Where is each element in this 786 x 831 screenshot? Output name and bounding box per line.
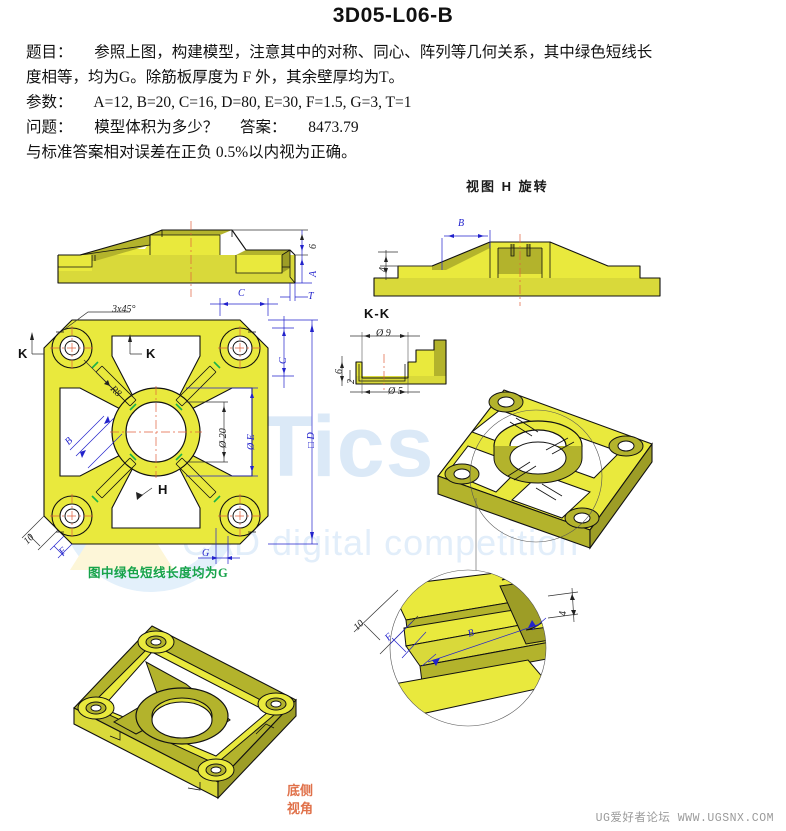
dim-kk-dia9: Ø 9 [376, 328, 391, 339]
kk-section-title: K-K [364, 306, 391, 321]
answer-label: 答案： [240, 119, 287, 136]
question-label: 问题： [26, 119, 73, 136]
dim-rot-B: B [458, 218, 465, 229]
bottom-view-label-line2: 视角 [286, 801, 313, 816]
params-value: A=12, B=20, C=16, D=80, E=30, F=1.5, G=3… [93, 94, 412, 111]
page-title: 3D05-L06-B [332, 4, 454, 27]
tolerance-line: 与标准答案相对误差在正负 0.5%以内视为正确。 [26, 140, 770, 165]
dim-diaE: Ø E [246, 434, 257, 450]
dim-C-right: C [278, 357, 289, 364]
tolerance-note: 与标准答案相对误差在正负 0.5%以内视为正确。 [26, 144, 357, 161]
dim-kk-6: 6 [334, 369, 345, 374]
statement-label: 题目： [26, 44, 73, 61]
dim-front-T: T [308, 291, 314, 302]
problem-text: 题目： 参照上图，构建模型，注意其中的对称、同心、阵列等几何关系，其中绿色短线长… [26, 40, 770, 165]
kk-section-view: Ø 9 Ø 5 6 2 [334, 326, 464, 397]
dim-kk-2: 2 [346, 379, 357, 384]
dim-C-top: C [238, 288, 245, 299]
question-value: 模型体积为多少？ [94, 119, 219, 136]
footer-credit: UG爱好者论坛 WWW.UGSNX.COM [595, 812, 774, 825]
bottom-view-label-line1: 底侧 [286, 783, 313, 798]
rotated-view-title: 视图 H 旋转 [466, 179, 549, 194]
dim-G: G [202, 548, 210, 559]
top-plan-view: 3x45° R8 K K H C C Ø 20 Ø E □ D B F G 10 [18, 288, 326, 572]
statement-line-1: 题目： 参照上图，构建模型，注意其中的对称、同心、阵列等几何关系，其中绿色短线长 [26, 40, 770, 65]
params-line: 参数： A=12, B=20, C=16, D=80, E=30, F=1.5,… [26, 90, 770, 115]
statement-line-2: 度相等，均为G。除筋板厚度为 F 外，其余壁厚均为T。 [26, 65, 770, 90]
dim-kk-dia5: Ø 5 [388, 386, 403, 397]
green-line-note: 图中绿色短线长度均为G [88, 566, 229, 580]
iso-bottom-view [40, 612, 330, 822]
rotated-view-h: B 4 [372, 208, 672, 308]
dim-squareD: □ D [306, 432, 317, 448]
dim-dia20: Ø 20 [218, 428, 229, 448]
section-marker-k-center: K [146, 346, 157, 361]
front-section-view: 6 A T [50, 205, 319, 315]
question-line: 问题： 模型体积为多少？ 答案： 8473.79 [26, 115, 770, 140]
answer-value: 8473.79 [308, 119, 359, 136]
statement-body-2: 度相等，均为G。除筋板厚度为 F 外，其余壁厚均为T。 [26, 69, 405, 86]
statement-body-1: 参照上图，构建模型，注意其中的对称、同心、阵列等几何关系，其中绿色短线长 [94, 44, 653, 61]
bottom-view-label: 底侧 视角 [278, 782, 322, 818]
dim-detail-4: 4 [558, 611, 569, 616]
detail-circle-view: 10 F B 4 [350, 566, 590, 736]
dim-chamfer: 3x45° [112, 304, 136, 315]
dim-front-6: 6 [308, 244, 319, 249]
params-label: 参数： [26, 94, 73, 111]
iso-top-view [404, 380, 694, 590]
dim-front-A: A [308, 270, 319, 277]
section-marker-k-left: K [18, 346, 29, 361]
section-marker-h: H [158, 482, 169, 497]
dim-rot-4: 4 [378, 267, 389, 272]
